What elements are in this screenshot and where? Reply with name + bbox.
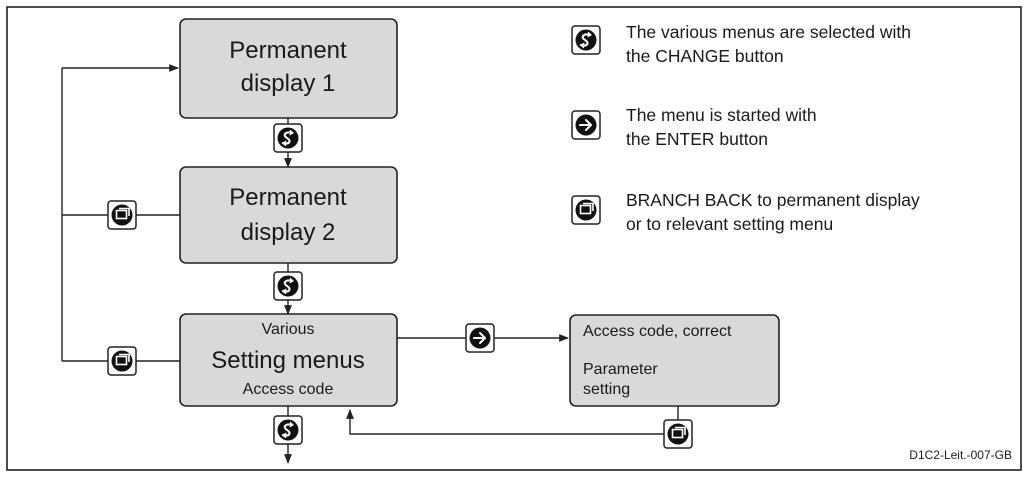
permanent-display-2-box: Permanent display 2: [179, 166, 398, 264]
permanent-display-1-line1: Permanent: [229, 37, 347, 64]
setting-label: setting: [583, 381, 630, 398]
permanent-display-2-line1: Permanent: [229, 184, 347, 211]
enter-icon: [465, 323, 495, 353]
legend-branch-back-line1: BRANCH BACK to permanent display: [626, 190, 920, 210]
parameter-label: Parameter: [583, 361, 658, 378]
line-return-to-setting-menus: [346, 409, 664, 435]
legend-branch-back-line2: or to relevant setting menu: [626, 214, 833, 234]
legend-branch-back: BRANCH BACK to permanent display or to r…: [571, 190, 920, 234]
permanent-display-2-line2: display 2: [241, 219, 336, 246]
figure-code: D1C2-Leit.-007-GB: [909, 448, 1012, 462]
setting-menus-bottom-label: Access code: [243, 381, 334, 398]
legend-change-line1: The various menus are selected with: [626, 22, 911, 42]
legend-change: The various menus are selected with the …: [571, 22, 911, 66]
legend-enter: The menu is started with the ENTER butto…: [571, 105, 817, 149]
setting-menus-box: Various Setting menus Access code: [179, 313, 398, 407]
setting-menus-top-label: Various: [261, 321, 314, 338]
legend-enter-line2: the ENTER button: [626, 129, 768, 149]
change-icon: [273, 415, 303, 445]
legend-change-line2: the CHANGE button: [626, 46, 784, 66]
setting-menus-main-label: Setting menus: [211, 347, 364, 374]
permanent-display-1-box: Permanent display 1: [179, 18, 398, 119]
branch-back-icon: [571, 195, 601, 225]
permanent-display-1-line2: display 1: [241, 70, 336, 97]
change-icon: [571, 25, 601, 55]
outer-frame: [6, 6, 1022, 471]
branch-back-icon: [663, 419, 693, 449]
change-icon: [273, 123, 303, 153]
access-code-correct-box: Access code, correct Parameter setting: [569, 314, 780, 407]
change-icon: [273, 271, 303, 301]
legend-enter-line1: The menu is started with: [626, 105, 817, 125]
enter-icon: [571, 110, 601, 140]
branch-back-icon: [107, 346, 137, 376]
branch-back-icon: [107, 200, 137, 230]
access-code-correct-label: Access code, correct: [583, 323, 732, 340]
